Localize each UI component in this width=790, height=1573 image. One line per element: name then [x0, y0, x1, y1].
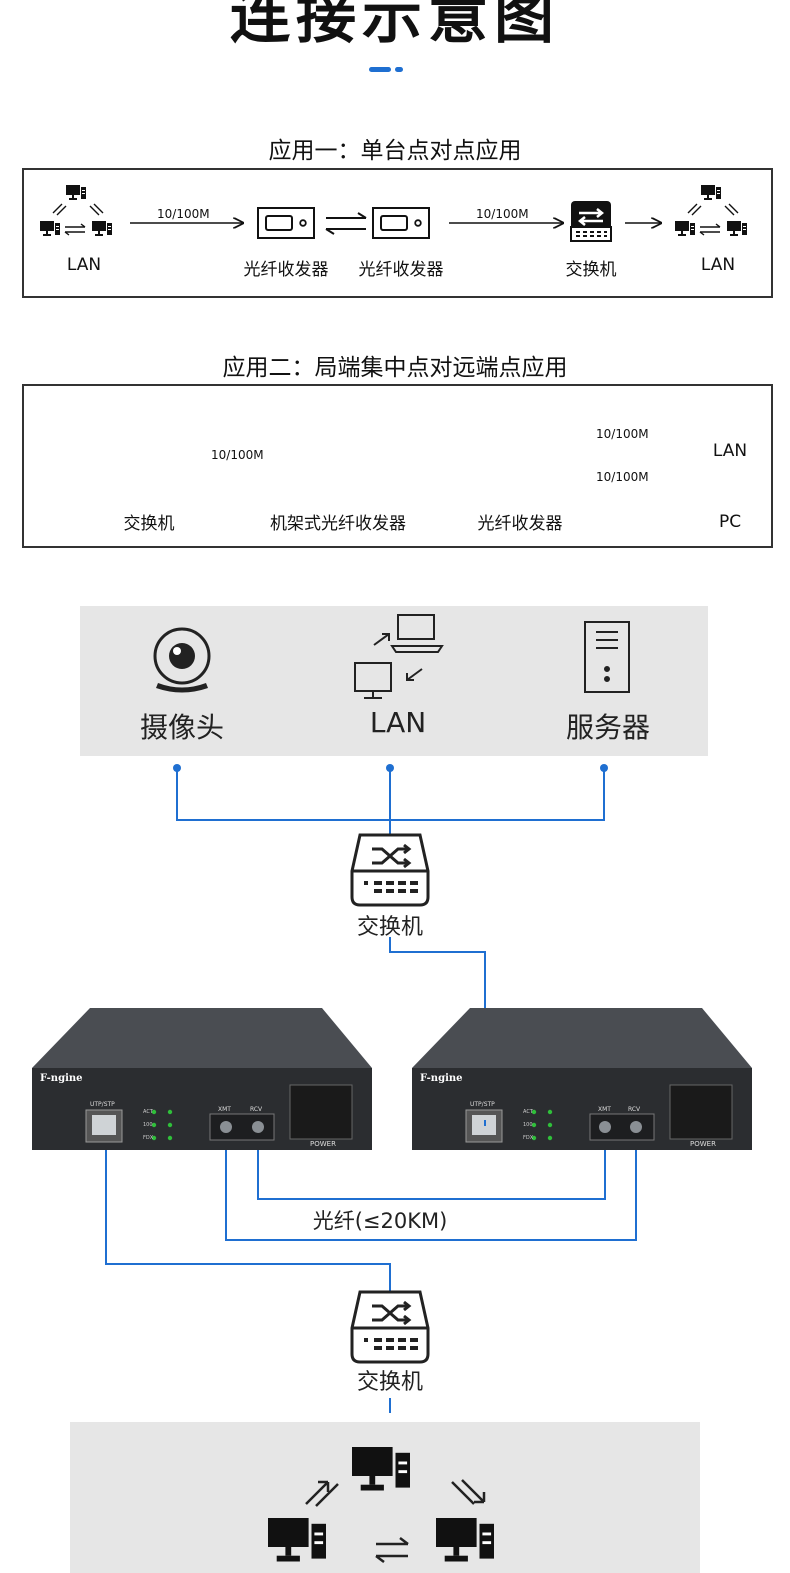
app1-lan-left-label: LAN — [66, 255, 102, 275]
right-xmt-label: XMT — [598, 1106, 611, 1113]
switch-bottom-label: 交换机 — [356, 1370, 423, 1395]
left-power-label: POWER — [310, 1140, 336, 1148]
camera-icon — [153, 627, 211, 693]
app2-speed-a: 10/100M — [211, 448, 264, 462]
media-converter-right — [412, 1008, 752, 1150]
app1-switch-label: 交换机 — [565, 260, 617, 280]
left-led-100: 100 — [143, 1122, 153, 1128]
app2-pc-label: PC — [718, 512, 742, 532]
title-accent-dot — [395, 67, 403, 72]
app2-speed-c: 10/100M — [596, 470, 649, 484]
app1-speed-b: 10/100M — [476, 207, 529, 221]
left-led-act: ACT — [143, 1109, 153, 1115]
switch-top-label: 交换机 — [356, 915, 423, 940]
right-led-100: 100 — [523, 1122, 533, 1128]
app1-lan-right-label: LAN — [700, 255, 736, 275]
left-port-utp-label: UTP/STP — [90, 1101, 115, 1108]
left-device-brand: F-ngine — [40, 1073, 83, 1084]
left-xmt-label: XMT — [218, 1106, 231, 1113]
app2-speed-b: 10/100M — [596, 427, 649, 441]
lan-label: LAN — [369, 706, 427, 739]
right-port-utp-label: UTP/STP — [470, 1101, 495, 1108]
app1-transceiver-a-label: 光纤收发器 — [243, 260, 329, 280]
app2-rack-label: 机架式光纤收发器 — [270, 514, 406, 534]
title-accent-bar — [369, 67, 391, 72]
left-led-fdx: FDX — [143, 1135, 154, 1141]
right-device-brand: F-ngine — [420, 1073, 463, 1084]
right-led-fdx: FDX — [523, 1135, 534, 1141]
app2-transceiver-label: 光纤收发器 — [477, 514, 563, 534]
app2-switch-label: 交换机 — [123, 514, 175, 534]
page-title: 连接示意图 — [230, 0, 560, 52]
right-rcv-label: RCV — [628, 1106, 641, 1113]
app1-speed-a: 10/100M — [157, 207, 210, 221]
right-power-label: POWER — [690, 1140, 716, 1148]
desktop-icon — [354, 662, 423, 699]
right-led-act: ACT — [523, 1109, 533, 1115]
server-label: 服务器 — [565, 711, 650, 744]
camera-label: 摄像头 — [139, 711, 224, 744]
fiber-label: 光纤(≤20KM) — [312, 1209, 448, 1233]
app2-lan-label: LAN — [712, 441, 748, 461]
app2-panel — [22, 384, 773, 548]
app1-heading: 应用一：单台点对点应用 — [268, 138, 522, 164]
server-icon — [584, 621, 630, 693]
laptop-icon — [373, 614, 444, 653]
media-converter-left — [32, 1008, 372, 1150]
app2-heading: 应用二：局端集中点对远端点应用 — [222, 355, 568, 381]
app1-transceiver-b-label: 光纤收发器 — [358, 260, 444, 280]
topology-lines — [105, 768, 637, 1413]
left-rcv-label: RCV — [250, 1106, 263, 1113]
